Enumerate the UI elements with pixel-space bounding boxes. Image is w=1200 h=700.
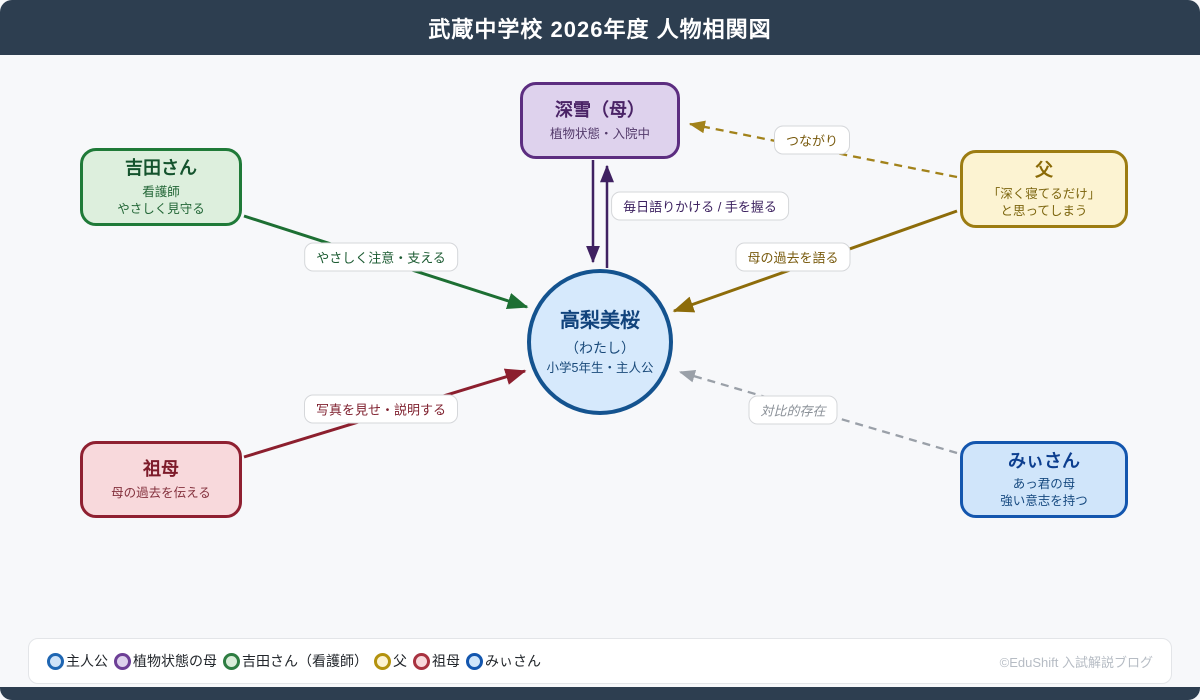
node-mii: みぃさん あっ君の母 強い意志を持つ [960,441,1128,518]
edge-label-daily-care: 毎日語りかける / 手を握る [611,191,789,221]
legend-color-dot [413,652,430,670]
edge-label-gentle-support: やさしく注意・支える [304,242,458,272]
node-protagonist-title: 高梨美桜 [560,309,640,332]
edge-father-to-mother [688,120,958,179]
legend-item: みぃさん [466,651,541,671]
copyright-text: ©EduShift 入試解説ブログ [999,654,1153,670]
legend-item: 祖母 [413,651,460,671]
node-grandmother: 祖母 母の過去を伝える [80,441,242,518]
node-yoshida-desc2: やさしく見守る [117,201,205,216]
legend-items: 主人公 植物状態の母 吉田さん（看護師） 父 祖母 みぃさん [47,651,541,671]
edge-label-tsunagari: つながり [773,125,851,155]
node-father-desc2: と思ってしまう [1000,203,1088,218]
edge-label-contrast: 対比的存在 [748,395,838,425]
node-protagonist-desc: 小学5年生・主人公 [546,360,654,375]
node-grandmother-title: 祖母 [143,459,179,480]
node-mother-title: 深雪（母） [555,100,645,121]
legend-label: 植物状態の母 [133,653,217,669]
legend-item: 父 [374,651,407,671]
node-mother: 深雪（母） 植物状態・入院中 [520,82,680,159]
node-grandmother-desc: 母の過去を伝える [111,485,211,500]
node-yoshida-title: 吉田さん [125,158,197,179]
node-mii-desc2: 強い意志を持つ [1000,494,1088,509]
page-title: 武蔵中学校 2026年度 人物相関図 [428,16,772,42]
node-father-title: 父 [1035,160,1053,181]
legend-bar: 主人公 植物状態の母 吉田さん（看護師） 父 祖母 みぃさん ©EduShift 入試解説… [28,638,1172,684]
node-mii-desc1: あっ君の母 [1012,477,1076,492]
node-protagonist: 高梨美桜 （わたし） 小学5年生・主人公 [527,269,673,415]
legend-label: 父 [393,653,407,669]
node-father-desc1: 「深く寝てるだけ」 [987,186,1101,201]
legend-color-dot [374,652,391,670]
header: 武蔵中学校 2026年度 人物相関図 [0,0,1200,55]
legend-color-dot [223,652,240,670]
node-protagonist-subtitle: （わたし） [565,339,635,356]
legend-item: 主人公 [47,651,108,671]
edge-label-show-photos: 写真を見せ・説明する [303,394,459,424]
edge-label-mothers-past: 母の過去を語る [735,242,851,272]
legend-item: 植物状態の母 [114,651,217,671]
node-mother-desc: 植物状態・入院中 [549,126,650,141]
legend-label: みぃさん [485,653,541,669]
node-mii-title: みぃさん [1008,450,1080,471]
legend-color-dot [466,652,483,670]
legend-color-dot [47,652,64,670]
node-yoshida-desc1: 看護師 [142,184,180,199]
node-father: 父 「深く寝てるだけ」 と思ってしまう [960,150,1128,228]
legend-color-dot [114,652,131,670]
legend-label: 主人公 [66,653,108,669]
legend-label: 祖母 [432,653,460,669]
node-yoshida: 吉田さん 看護師 やさしく見守る [80,148,242,226]
footer-strip [0,687,1200,700]
legend-item: 吉田さん（看護師） [223,651,368,671]
legend-label: 吉田さん（看護師） [242,653,368,669]
